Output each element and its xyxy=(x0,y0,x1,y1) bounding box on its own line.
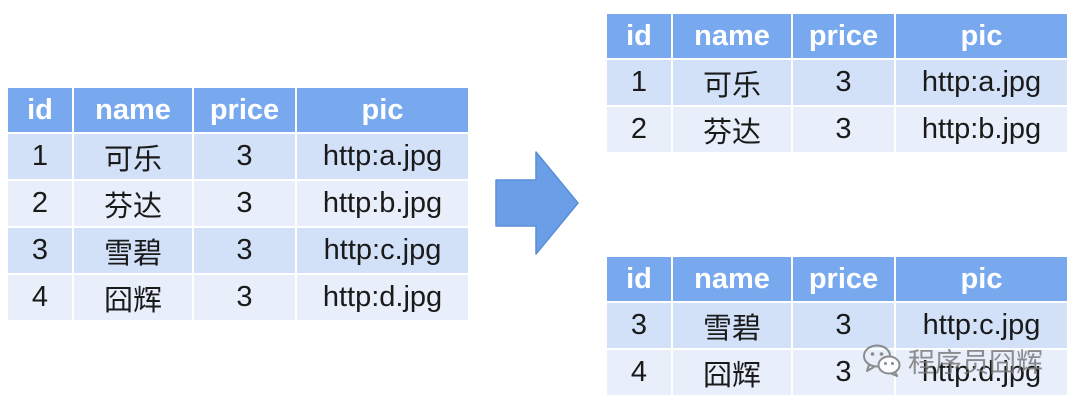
cell-pic: http:c.jpg xyxy=(295,226,470,275)
cell-id: 4 xyxy=(605,348,673,397)
cell-name: 雪碧 xyxy=(72,226,194,275)
cell-name: 囧辉 xyxy=(671,348,793,397)
cell-price: 3 xyxy=(791,105,896,154)
cell-price: 3 xyxy=(192,273,297,322)
cell-price: 3 xyxy=(791,348,896,397)
column-header-pic: pic xyxy=(295,86,470,134)
cell-pic: http:a.jpg xyxy=(894,58,1069,107)
cell-pic: http:a.jpg xyxy=(295,132,470,181)
cell-id: 2 xyxy=(6,179,74,228)
cell-id: 1 xyxy=(605,58,673,107)
cell-pic: http:b.jpg xyxy=(295,179,470,228)
cell-id: 4 xyxy=(6,273,74,322)
right-arrow-icon xyxy=(495,151,579,255)
cell-id: 1 xyxy=(6,132,74,181)
table-header-row: id name price pic xyxy=(605,255,1069,303)
table-row: 3 雪碧 3 http:c.jpg xyxy=(6,226,470,275)
cell-name: 雪碧 xyxy=(671,301,793,350)
table-row: 2 芬达 3 http:b.jpg xyxy=(605,105,1069,154)
table-header-row: id name price pic xyxy=(605,12,1069,60)
top-split-table: id name price pic 1 可乐 3 http:a.jpg 2 芬达… xyxy=(605,12,1069,154)
cell-name: 囧辉 xyxy=(72,273,194,322)
column-header-price: price xyxy=(791,255,896,303)
source-table: id name price pic 1 可乐 3 http:a.jpg 2 芬达… xyxy=(6,86,470,322)
bottom-split-table: id name price pic 3 雪碧 3 http:c.jpg 4 囧辉… xyxy=(605,255,1069,397)
cell-id: 3 xyxy=(6,226,74,275)
column-header-id: id xyxy=(605,12,673,60)
watermark: 程序员囧辉 xyxy=(862,342,1043,378)
cell-name: 可乐 xyxy=(72,132,194,181)
column-header-price: price xyxy=(192,86,297,134)
cell-price: 3 xyxy=(192,179,297,228)
cell-price: 3 xyxy=(791,301,896,350)
cell-price: 3 xyxy=(192,132,297,181)
column-header-id: id xyxy=(605,255,673,303)
column-header-name: name xyxy=(671,255,793,303)
cell-id: 2 xyxy=(605,105,673,154)
table-row: 4 囧辉 3 http:d.jpg xyxy=(6,273,470,322)
column-header-name: name xyxy=(671,12,793,60)
table-header-row: id name price pic xyxy=(6,86,470,134)
cell-pic: http:d.jpg xyxy=(295,273,470,322)
table-row: 2 芬达 3 http:b.jpg xyxy=(6,179,470,228)
column-header-pic: pic xyxy=(894,12,1069,60)
cell-name: 可乐 xyxy=(671,58,793,107)
wechat-icon xyxy=(863,344,901,377)
cell-name: 芬达 xyxy=(671,105,793,154)
cell-price: 3 xyxy=(791,58,896,107)
table-row: 4 囧辉 3 http:d.jpg xyxy=(605,348,1069,397)
cell-price: 3 xyxy=(192,226,297,275)
cell-id: 3 xyxy=(605,301,673,350)
column-header-id: id xyxy=(6,86,74,134)
column-header-pic: pic xyxy=(894,255,1069,303)
cell-pic: http:d.jpg xyxy=(894,348,1069,397)
cell-name: 芬达 xyxy=(72,179,194,228)
table-row: 3 雪碧 3 http:c.jpg xyxy=(605,301,1069,350)
table-row: 1 可乐 3 http:a.jpg xyxy=(605,58,1069,107)
watermark-text: 程序员囧辉 xyxy=(908,347,1043,378)
cell-pic: http:c.jpg xyxy=(894,301,1069,350)
column-header-name: name xyxy=(72,86,194,134)
cell-pic: http:b.jpg xyxy=(894,105,1069,154)
table-row: 1 可乐 3 http:a.jpg xyxy=(6,132,470,181)
column-header-price: price xyxy=(791,12,896,60)
